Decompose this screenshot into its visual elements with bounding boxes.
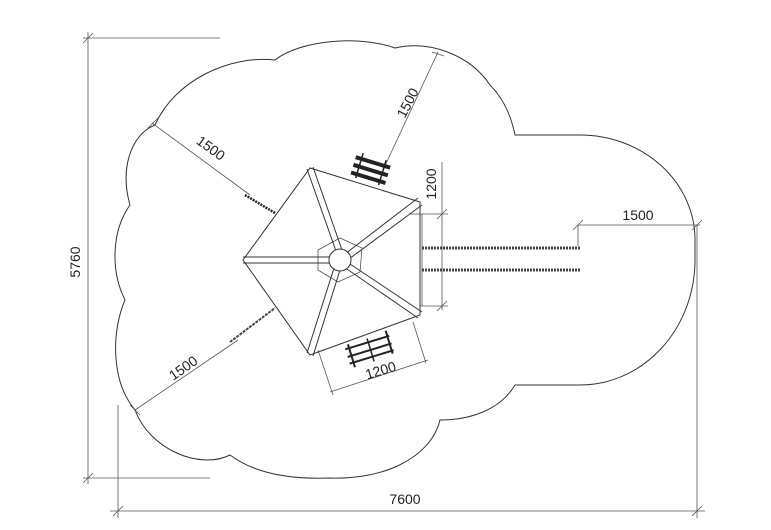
right-offset-dimension: 1500 bbox=[572, 207, 703, 246]
width-label: 7600 bbox=[389, 491, 420, 507]
height-label: 5760 bbox=[67, 246, 83, 277]
platform-height-label: 1200 bbox=[423, 168, 439, 199]
top-left-radius-label: 1500 bbox=[194, 132, 229, 163]
top-left-radius-dimension: 1500 bbox=[147, 117, 251, 196]
climbing-rope-upper bbox=[244, 193, 276, 215]
climbing-rope-lower bbox=[229, 307, 276, 343]
right-offset-label: 1500 bbox=[622, 207, 653, 223]
bottom-ladder bbox=[345, 330, 394, 368]
top-right-radius-label: 1500 bbox=[393, 85, 421, 120]
top-right-radius-dimension: 1500 bbox=[382, 51, 445, 171]
platform-width-label: 1200 bbox=[363, 358, 398, 382]
bottom-left-radius-dimension: 1500 bbox=[129, 339, 239, 416]
pentagon-roof bbox=[242, 166, 423, 357]
height-dimension: 5760 bbox=[67, 32, 220, 484]
safety-zone-outline bbox=[114, 40, 696, 479]
top-ladder bbox=[350, 152, 391, 186]
roof-center-hub bbox=[328, 248, 352, 272]
bottom-left-radius-label: 1500 bbox=[166, 352, 201, 383]
platform-height-dimension: 1200 bbox=[410, 162, 448, 312]
width-dimension: 7600 bbox=[110, 225, 705, 518]
